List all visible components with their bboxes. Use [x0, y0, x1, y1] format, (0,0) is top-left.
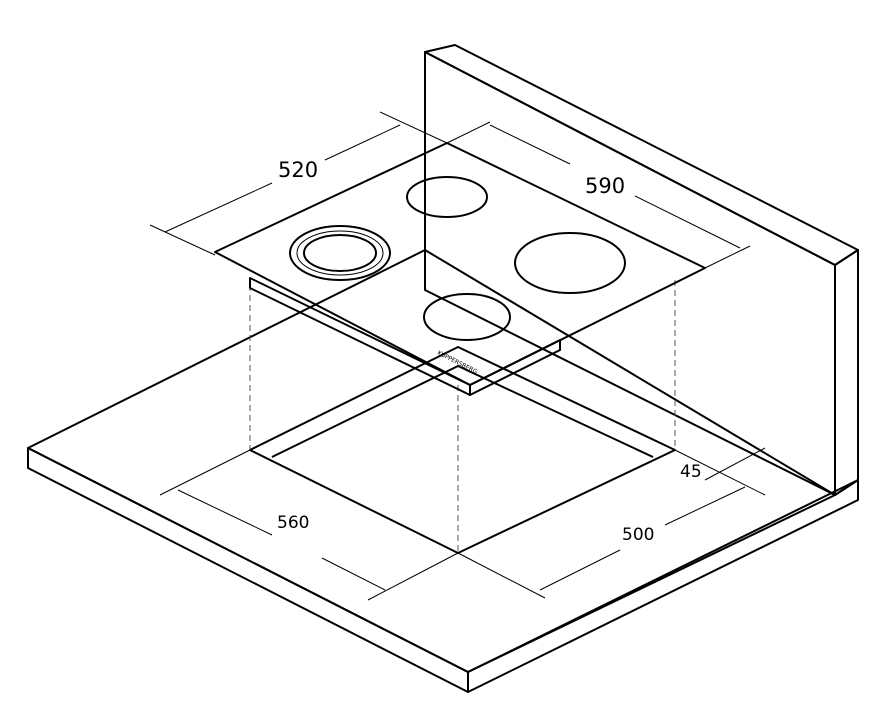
dimension-cutout-depth: 500 — [622, 525, 655, 545]
countertop — [27, 249, 859, 693]
dimension-lines — [149, 111, 766, 601]
burner-front — [423, 293, 511, 341]
burner-rear — [406, 176, 488, 218]
dimension-hob-depth: 520 — [278, 158, 319, 182]
burner-right — [514, 232, 626, 294]
countertop-cutout — [249, 346, 676, 554]
dimension-wall-clearance: 45 — [680, 462, 702, 482]
back-wall — [424, 44, 859, 496]
burner-left-inner — [296, 230, 384, 276]
dimension-cutout-width: 560 — [277, 513, 310, 533]
dimension-hob-width: 590 — [585, 174, 626, 198]
burner-left-outer — [289, 225, 391, 281]
projection-lines — [249, 280, 676, 553]
